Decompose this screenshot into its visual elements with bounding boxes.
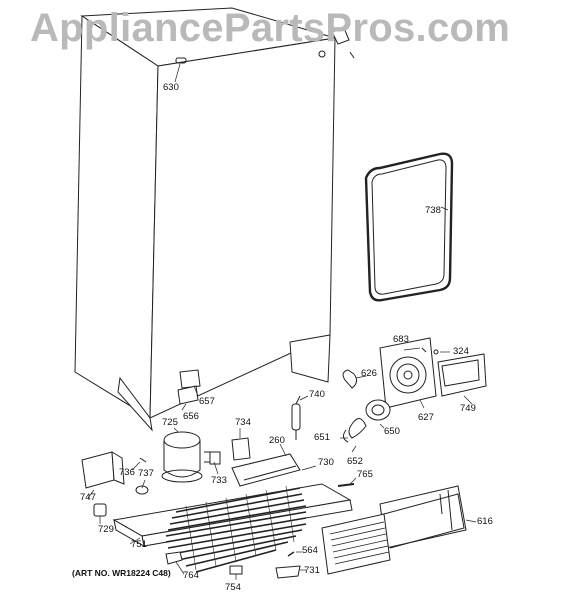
part-label-740: 740 bbox=[309, 389, 325, 400]
clip-764 bbox=[165, 551, 183, 565]
art-number: (ART NO. WR18224 C48) bbox=[72, 568, 171, 578]
condenser-fins bbox=[185, 485, 295, 571]
part-label-650: 650 bbox=[384, 426, 400, 437]
part-label-730: 730 bbox=[318, 457, 334, 468]
part-label-754: 754 bbox=[225, 582, 241, 593]
fan-shroud bbox=[379, 337, 437, 409]
fan-motor-650 bbox=[365, 399, 391, 421]
part-label-729: 729 bbox=[98, 524, 114, 535]
door-gasket bbox=[364, 152, 454, 302]
screw-564 bbox=[287, 551, 295, 557]
thermistor-740 bbox=[291, 395, 301, 440]
part-729 bbox=[93, 503, 107, 517]
bracket-747 bbox=[81, 451, 125, 489]
part-label-324: 324 bbox=[453, 346, 469, 357]
part-label-616: 616 bbox=[477, 516, 493, 527]
cabinet bbox=[74, 7, 355, 432]
part-label-564: 564 bbox=[302, 545, 318, 556]
part-label-747: 747 bbox=[80, 492, 96, 503]
rear-cover-616 bbox=[321, 485, 467, 575]
drain-pan-260 bbox=[231, 453, 301, 487]
grommet-737 bbox=[135, 485, 149, 495]
part-label-731: 731 bbox=[304, 565, 320, 576]
screw-736 bbox=[139, 457, 147, 463]
part-label-656: 656 bbox=[183, 411, 199, 422]
part-label-652: 652 bbox=[347, 456, 363, 467]
part-731 bbox=[275, 565, 301, 579]
fan-blade-651 bbox=[342, 418, 367, 443]
screw-683 bbox=[421, 347, 427, 353]
door-gasket-inner bbox=[371, 159, 447, 295]
watermark: AppliancePartsPros.com bbox=[30, 6, 511, 50]
overload-733 bbox=[209, 451, 221, 465]
part-label-260: 260 bbox=[269, 435, 285, 446]
part-label-765: 765 bbox=[357, 469, 373, 480]
leader-lines bbox=[87, 63, 477, 580]
part-label-626: 626 bbox=[361, 368, 377, 379]
part-765 bbox=[337, 483, 355, 487]
part-label-751: 751 bbox=[131, 539, 147, 550]
part-label-737: 737 bbox=[138, 468, 154, 479]
relay-657 bbox=[177, 369, 201, 405]
part-label-733: 733 bbox=[211, 475, 227, 486]
part-label-764: 764 bbox=[183, 570, 199, 581]
part-label-630: 630 bbox=[163, 82, 179, 93]
part-label-657: 657 bbox=[199, 396, 215, 407]
condenser-coil bbox=[165, 487, 307, 573]
part-label-738: 738 bbox=[425, 205, 441, 216]
harness-626 bbox=[342, 369, 358, 389]
part-label-651: 651 bbox=[314, 432, 330, 443]
part-label-627: 627 bbox=[418, 412, 434, 423]
control-board bbox=[437, 353, 487, 397]
compressor-725 bbox=[161, 431, 213, 483]
screw-324 bbox=[433, 349, 439, 355]
part-label-734: 734 bbox=[235, 417, 251, 428]
part-label-736: 736 bbox=[119, 467, 135, 478]
part-label-725: 725 bbox=[162, 417, 178, 428]
part-label-749: 749 bbox=[460, 403, 476, 414]
part-754 bbox=[229, 565, 243, 575]
relay-734 bbox=[231, 437, 251, 461]
part-label-683: 683 bbox=[393, 334, 409, 345]
